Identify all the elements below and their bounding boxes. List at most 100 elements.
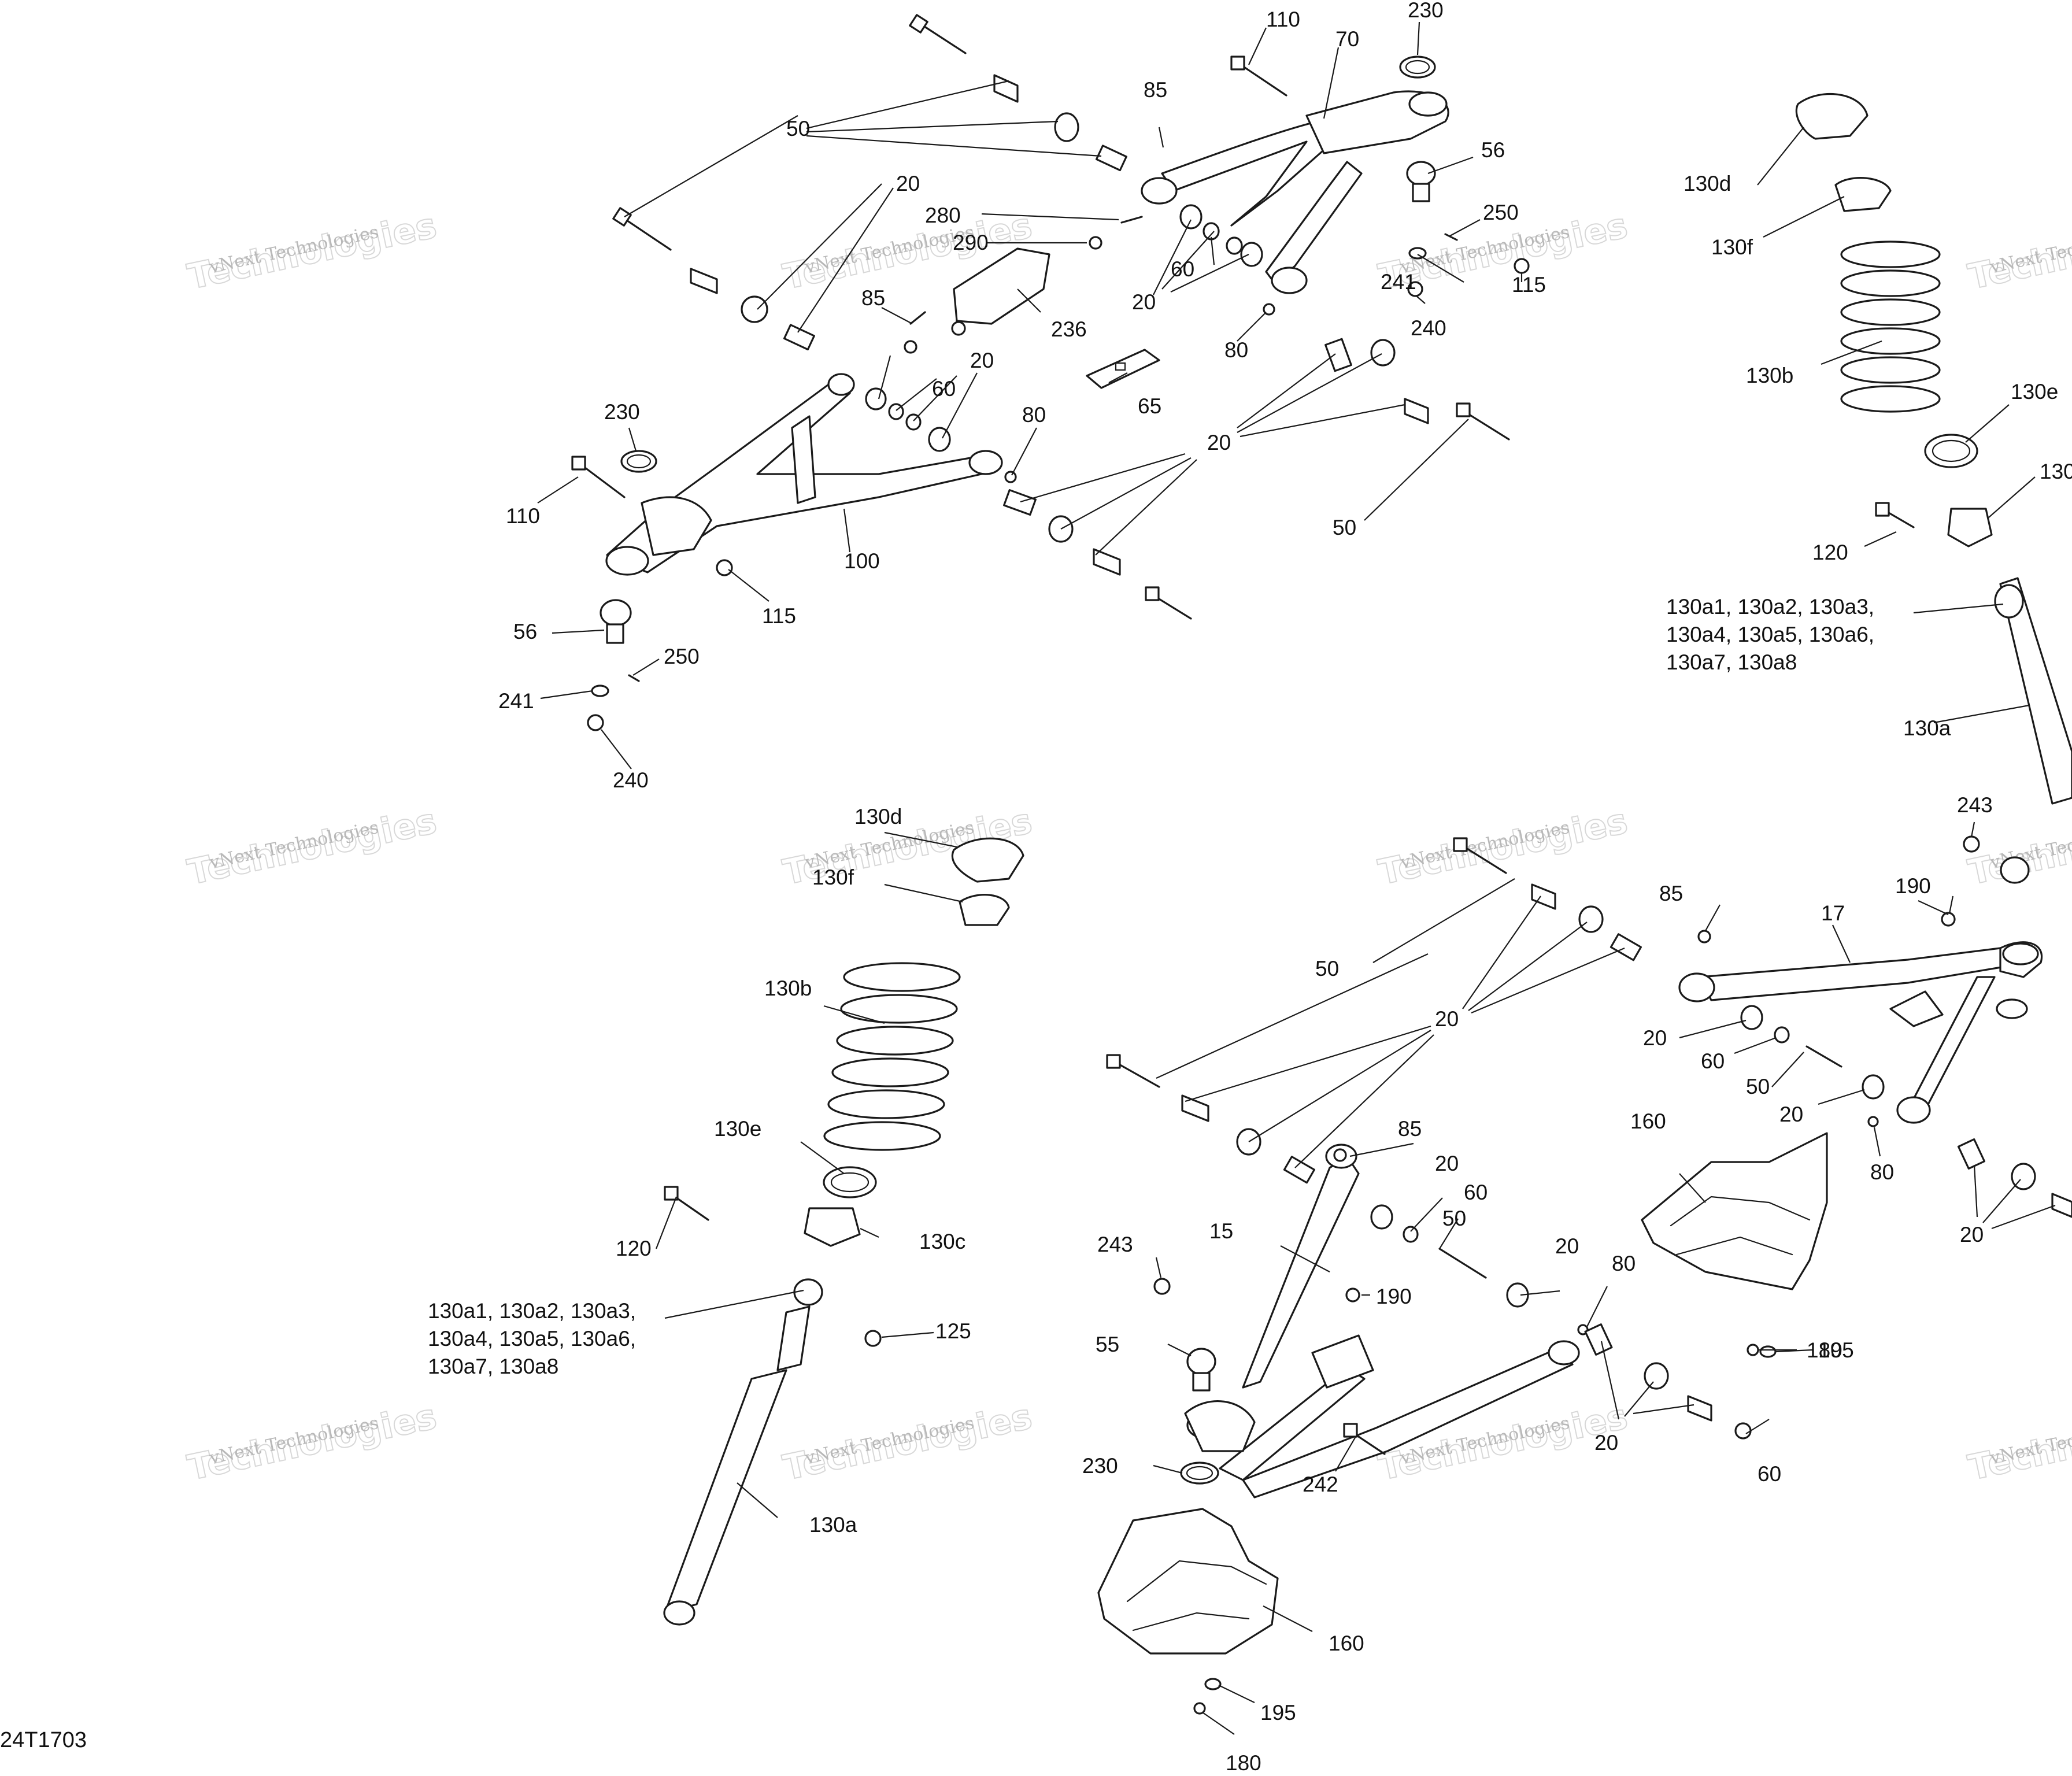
screw-85b <box>904 340 917 354</box>
nut-240 <box>587 714 604 731</box>
callout-label: 20 <box>896 172 920 195</box>
watermark-layer: Technologies vNext Technologies Technolo… <box>184 205 2072 1489</box>
coil-spring-130b <box>1840 240 1941 413</box>
washer-195 <box>1759 1345 1777 1358</box>
callout-label: 130a7, 130a8 <box>1666 650 1797 674</box>
sleeve-20 <box>1283 1156 1316 1184</box>
collar-130c <box>804 1207 861 1247</box>
callout-label: 195 <box>1818 1338 1854 1362</box>
washer-195 <box>1204 1678 1222 1690</box>
shock-rod <box>776 1305 811 1371</box>
callout-label: 130a4, 130a5, 130a6, <box>1666 623 1874 646</box>
callout-label: 190 <box>1895 874 1931 898</box>
callout-label: 50 <box>1333 516 1356 539</box>
callout-label: 130d <box>854 805 902 828</box>
callout-label: 20 <box>1435 1007 1459 1031</box>
bolt-head <box>1343 1423 1358 1438</box>
bolt-head <box>1106 1054 1121 1069</box>
callout-label: 85 <box>1144 78 1167 102</box>
retainer-130f <box>1834 177 1892 212</box>
grease-fitting-80 <box>1867 1116 1879 1127</box>
callout-label: 115 <box>762 604 796 628</box>
bottom-right-assembly <box>1097 837 2072 1715</box>
bolt-head <box>1230 56 1245 71</box>
ball-joint-56 <box>1406 161 1436 186</box>
ball-joint-stem <box>1412 183 1430 202</box>
ball-joint-stem <box>1192 1372 1211 1392</box>
callout-label: 20 <box>1960 1223 1984 1246</box>
callout-label: 110 <box>506 504 540 528</box>
screw-180 <box>1747 1344 1759 1356</box>
spring-seat-130d <box>1795 92 1868 140</box>
ring-230 <box>1399 56 1436 79</box>
plate-65 <box>1086 349 1160 389</box>
sleeve-20 <box>1584 1323 1613 1356</box>
callout-label: 130b <box>1746 364 1793 387</box>
callout-label: 195 <box>1260 1701 1296 1725</box>
callout-label: 85 <box>861 286 885 310</box>
callout-label: 110 <box>1266 8 1300 31</box>
callout-label: 236 <box>1051 317 1087 341</box>
callout-label: 130a7, 130a8 <box>428 1355 558 1378</box>
callout-label: 130a1, 130a2, 130a3, <box>428 1299 636 1323</box>
bracket-236 <box>953 247 1050 325</box>
tab-washer <box>2051 1193 2072 1218</box>
bolt-head <box>571 456 586 471</box>
watermark: Technologies vNext Technologies <box>1964 1396 2072 1489</box>
callout-label: 120 <box>616 1237 652 1260</box>
callout-label: 160 <box>1630 1109 1666 1133</box>
callout-label: 85 <box>1398 1117 1422 1141</box>
callout-label: 240 <box>1411 316 1446 340</box>
arm-eye <box>827 373 855 396</box>
callout-label: 250 <box>664 645 700 668</box>
tab-washer <box>1181 1094 1209 1122</box>
bolt-50 <box>1805 1045 1842 1068</box>
callout-label: 50 <box>1746 1075 1770 1098</box>
callout-label: 60 <box>1758 1462 1781 1486</box>
bushing-20 <box>1644 1362 1669 1390</box>
a-arm-70 <box>1161 117 1354 227</box>
callout-label: 290 <box>953 231 989 254</box>
a-arm-15 <box>1242 1346 1574 1498</box>
bolt-110 <box>1236 61 1287 97</box>
bushing-20 <box>1370 1204 1393 1230</box>
callout-label: 60 <box>1701 1049 1725 1073</box>
coil-spring-130b <box>823 962 961 1151</box>
callout-label: 50 <box>1442 1207 1466 1230</box>
ball-joint-socket <box>2002 942 2039 965</box>
shock-eye-top <box>793 1278 823 1306</box>
shock-eye-bottom <box>663 1600 695 1626</box>
bushing-20 <box>1740 1005 1763 1030</box>
nut-115 <box>716 559 733 576</box>
callout-label: 20 <box>970 349 994 372</box>
skid-plate-160 <box>1641 1132 1828 1290</box>
callout-label: 243 <box>1957 793 1993 817</box>
shock-body-130a <box>1999 577 2072 805</box>
bolt-head <box>909 14 928 34</box>
callout-label: 230 <box>1082 1454 1118 1478</box>
nut-60 <box>1403 1226 1419 1243</box>
a-arm-17-brace <box>1889 990 1944 1027</box>
arm-eye <box>1271 267 1308 294</box>
bottom-shock-assembly <box>663 837 1024 1626</box>
callout-label: 230 <box>1408 0 1444 22</box>
leader-lines <box>537 21 2056 1735</box>
nut-240 <box>1407 281 1423 297</box>
bushing-20 <box>865 387 887 410</box>
callout-label: 280 <box>925 204 961 227</box>
callout-label: 125 <box>935 1319 971 1343</box>
cotter-250 <box>1444 233 1458 241</box>
ball-joint-socket <box>1408 91 1448 117</box>
ring-230 <box>1996 998 2028 1019</box>
a-arm-17 <box>1699 947 2013 1001</box>
watermark: Technologies vNext Technologies <box>184 1396 441 1489</box>
grease-fitting-80 <box>1004 471 1017 483</box>
callout-label: 160 <box>1329 1631 1364 1655</box>
callout-label: 100 <box>844 549 880 573</box>
sleeve-20 <box>1095 145 1127 172</box>
nut-190 <box>1941 912 1956 927</box>
top-right-shock <box>1795 92 2072 927</box>
callout-label: 130f <box>1711 235 1753 259</box>
bushing-20 <box>1179 204 1202 230</box>
a-arm-15-brace <box>1311 1334 1374 1389</box>
